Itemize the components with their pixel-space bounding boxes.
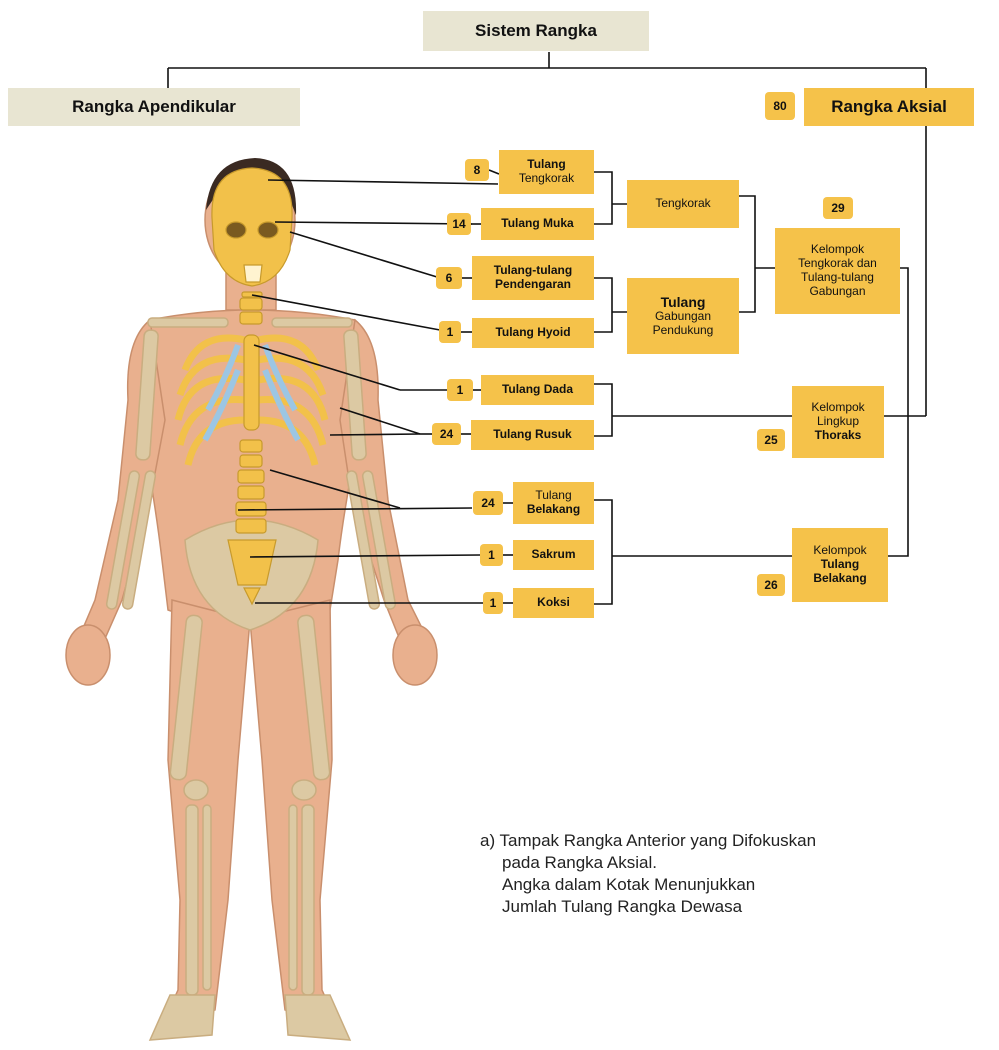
caption-line-4: Jumlah Tulang Rangka Dewasa <box>480 896 950 918</box>
tengkorak-count: 8 <box>465 159 489 181</box>
kelompok-thoraks-line-2: Lingkup <box>817 415 859 429</box>
caption-line-2: pada Rangka Aksial. <box>480 852 950 874</box>
muka-count: 14 <box>447 213 471 235</box>
tengkorak-label-1: Tulang <box>527 158 565 172</box>
muka-label: Tulang Muka <box>501 217 573 231</box>
kelompok-belakang-line-1: Kelompok <box>813 544 866 558</box>
hyoid-count: 1 <box>439 321 461 343</box>
kelompok-belakang-line-3: Belakang <box>813 572 866 586</box>
rangka-aksial-count: 80 <box>765 92 795 120</box>
sternum <box>244 335 259 430</box>
sakrum-label: Sakrum <box>531 548 575 562</box>
rusuk-box: Tulang Rusuk <box>471 420 594 450</box>
dada-count: 1 <box>447 379 473 401</box>
kelompok-thoraks-count: 25 <box>757 429 785 451</box>
kelompok-kepala-count: 29 <box>823 197 853 219</box>
human-body-figure <box>66 158 437 1040</box>
belakang-box: Tulang Belakang <box>513 482 594 524</box>
kelompok-thoraks-line-3: Thoraks <box>815 429 862 443</box>
rusuk-label: Tulang Rusuk <box>493 428 571 442</box>
pendengaran-count: 6 <box>436 267 462 289</box>
belakang-label-1: Tulang <box>535 489 571 503</box>
tengkorak-box: Tulang Tengkorak <box>499 150 594 194</box>
rangka-aksial-box: Rangka Aksial <box>804 88 974 126</box>
sakrum-box: Sakrum <box>513 540 594 570</box>
subgroup-gabungan-box: Tulang Gabungan Pendukung <box>627 278 739 354</box>
belakang-count: 24 <box>473 491 503 515</box>
sistem-rangka-title: Sistem Rangka <box>475 21 597 41</box>
dada-label: Tulang Dada <box>502 383 573 397</box>
subgroup-tengkorak-box: Tengkorak <box>627 180 739 228</box>
koksi-box: Koksi <box>513 588 594 618</box>
sistem-rangka-box: Sistem Rangka <box>423 11 649 51</box>
rangka-aksial-label: Rangka Aksial <box>831 97 947 117</box>
pendengaran-label-2: Pendengaran <box>495 278 571 292</box>
kelompok-kepala-line-1: Kelompok <box>811 243 864 257</box>
pendengaran-label-1: Tulang-tulang <box>494 264 572 278</box>
koksi-label: Koksi <box>537 596 570 610</box>
kelompok-thoraks-line-1: Kelompok <box>811 401 864 415</box>
koksi-count: 1 <box>483 592 503 614</box>
kelompok-kepala-box: Kelompok Tengkorak dan Tulang-tulang Gab… <box>775 228 900 314</box>
sakrum-count: 1 <box>480 544 503 566</box>
subgroup-gabungan-label-3: Pendukung <box>653 324 714 338</box>
belakang-label-2: Belakang <box>527 503 580 517</box>
tengkorak-label-2: Tengkorak <box>519 172 574 186</box>
hyoid-label: Tulang Hyoid <box>495 326 570 340</box>
kelompok-thoraks-box: Kelompok Lingkup Thoraks <box>792 386 884 458</box>
kelompok-belakang-line-2: Tulang <box>821 558 859 572</box>
kelompok-kepala-line-4: Gabungan <box>809 285 865 299</box>
rangka-apendikular-box: Rangka Apendikular <box>8 88 300 126</box>
pendengaran-box: Tulang-tulang Pendengaran <box>472 256 594 300</box>
rusuk-count: 24 <box>432 423 461 445</box>
hyoid-box: Tulang Hyoid <box>472 318 594 348</box>
muka-box: Tulang Muka <box>481 208 594 240</box>
kelompok-belakang-box: Kelompok Tulang Belakang <box>792 528 888 602</box>
caption-line-1: a) Tampak Rangka Anterior yang Difokuska… <box>480 830 950 852</box>
dada-box: Tulang Dada <box>481 375 594 405</box>
subgroup-gabungan-label-2: Gabungan <box>655 310 711 324</box>
subgroup-tengkorak-label: Tengkorak <box>655 197 710 211</box>
kelompok-kepala-line-2: Tengkorak dan <box>798 257 877 271</box>
kelompok-kepala-line-3: Tulang-tulang <box>801 271 874 285</box>
rangka-apendikular-label: Rangka Apendikular <box>72 97 236 117</box>
subgroup-gabungan-label-1: Tulang <box>661 294 706 310</box>
caption-line-3: Angka dalam Kotak Menunjukkan <box>480 874 950 896</box>
figure-caption: a) Tampak Rangka Anterior yang Difokuska… <box>480 830 950 918</box>
kelompok-belakang-count: 26 <box>757 574 785 596</box>
